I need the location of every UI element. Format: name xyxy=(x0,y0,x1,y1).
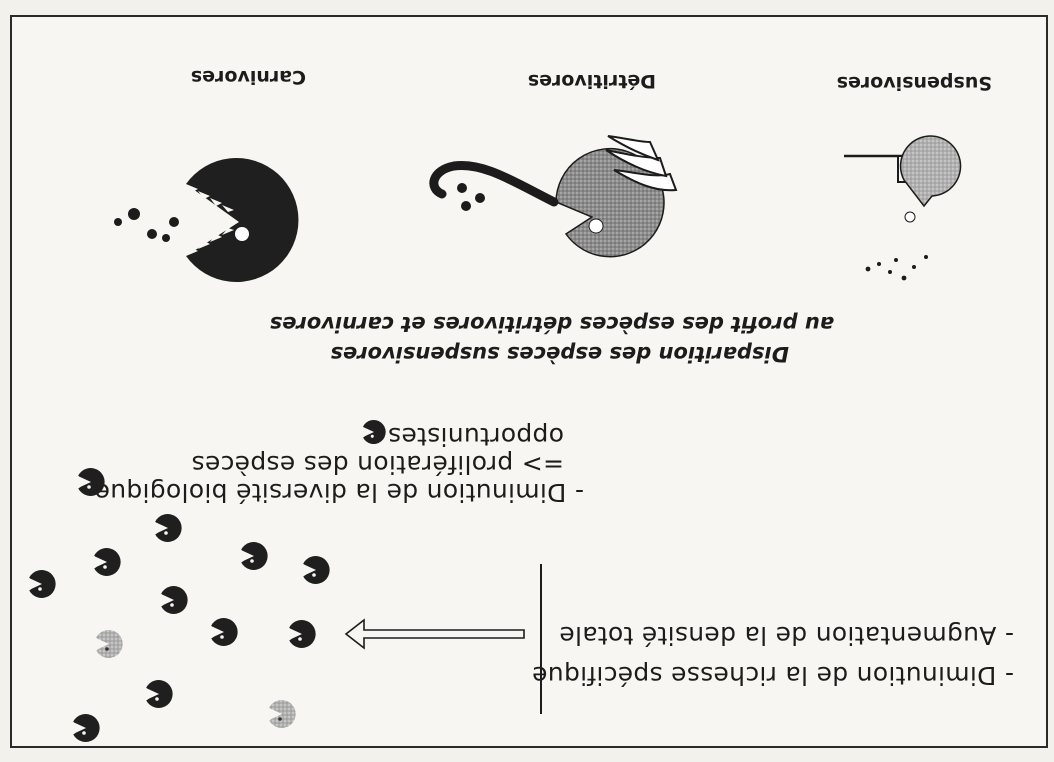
carnivore-creature xyxy=(114,158,298,282)
right-arrow xyxy=(346,620,524,648)
suspensivore-creature xyxy=(844,136,961,280)
detritivore-creature xyxy=(434,136,676,257)
opportunist-cluster xyxy=(29,420,386,742)
